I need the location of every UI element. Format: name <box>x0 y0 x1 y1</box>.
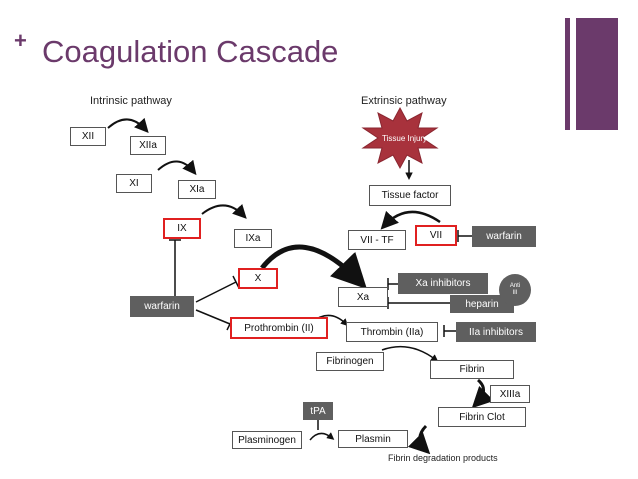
node-xii: XII <box>70 127 106 146</box>
node-plasminogen: Plasminogen <box>232 431 302 449</box>
node-x: X <box>238 268 278 289</box>
node-fibrin: Fibrin <box>430 360 514 379</box>
arrow-clot-degradation <box>407 424 431 455</box>
inhibitor-iia-inhibitors: IIa inhibitors <box>456 322 536 342</box>
inhibitor-xa-inhibitors: Xa inhibitors <box>398 273 488 294</box>
node-tissue-factor: Tissue factor <box>369 185 451 206</box>
node-vii-tf: VII - TF <box>348 230 406 250</box>
inhibitor-warfarin-right: warfarin <box>472 226 536 247</box>
arrow-vii-viitf <box>380 210 441 230</box>
node-fibrinogen: Fibrinogen <box>316 352 384 371</box>
arrow-ix-ixa <box>201 203 247 219</box>
slide-bullet: + <box>14 28 27 53</box>
node-tpa: tPA <box>303 402 333 420</box>
decorative-bar-thin <box>565 18 570 130</box>
arrow-xi-xia <box>157 159 197 176</box>
intrinsic-pathway-label: Intrinsic pathway <box>90 95 172 107</box>
tissue-injury-label: Tissue Injury <box>382 134 428 143</box>
node-xi: XI <box>116 174 152 193</box>
node-ix: IX <box>163 218 201 239</box>
antithrombin-line1: Anti <box>509 283 521 290</box>
node-xa: Xa <box>338 287 388 307</box>
node-ixa: IXa <box>234 229 272 248</box>
node-xiia: XIIa <box>130 136 166 155</box>
node-xiiia: XIIIa <box>490 385 530 403</box>
tissue-injury-starburst <box>361 106 439 170</box>
fibrin-degradation-products-label: Fibrin degradation products <box>388 453 498 463</box>
arrow-xii-xiia <box>107 117 149 133</box>
slide-title: Coagulation Cascade <box>42 34 339 69</box>
decorative-bar-thick <box>576 18 618 130</box>
antithrombin-line2: III <box>512 290 518 296</box>
node-thrombin: Thrombin (IIa) <box>346 322 438 342</box>
arrow-plasminogen-plasmin <box>309 432 335 441</box>
inhibitor-warfarin-left: warfarin <box>130 296 194 317</box>
arrow-x-xa <box>260 244 367 290</box>
node-xia: XIa <box>178 180 216 199</box>
node-prothrombin: Prothrombin (II) <box>230 317 328 339</box>
arrow-fibrinogen-fibrin <box>381 345 439 362</box>
arrow-fibrin-clot <box>471 378 495 409</box>
inhibitor-antithrombin-circle: Anti III <box>499 274 531 306</box>
node-plasmin: Plasmin <box>338 430 408 448</box>
extrinsic-pathway-label: Extrinsic pathway <box>361 95 447 107</box>
node-fibrin-clot: Fibrin Clot <box>438 407 526 427</box>
node-vii: VII <box>415 225 457 246</box>
